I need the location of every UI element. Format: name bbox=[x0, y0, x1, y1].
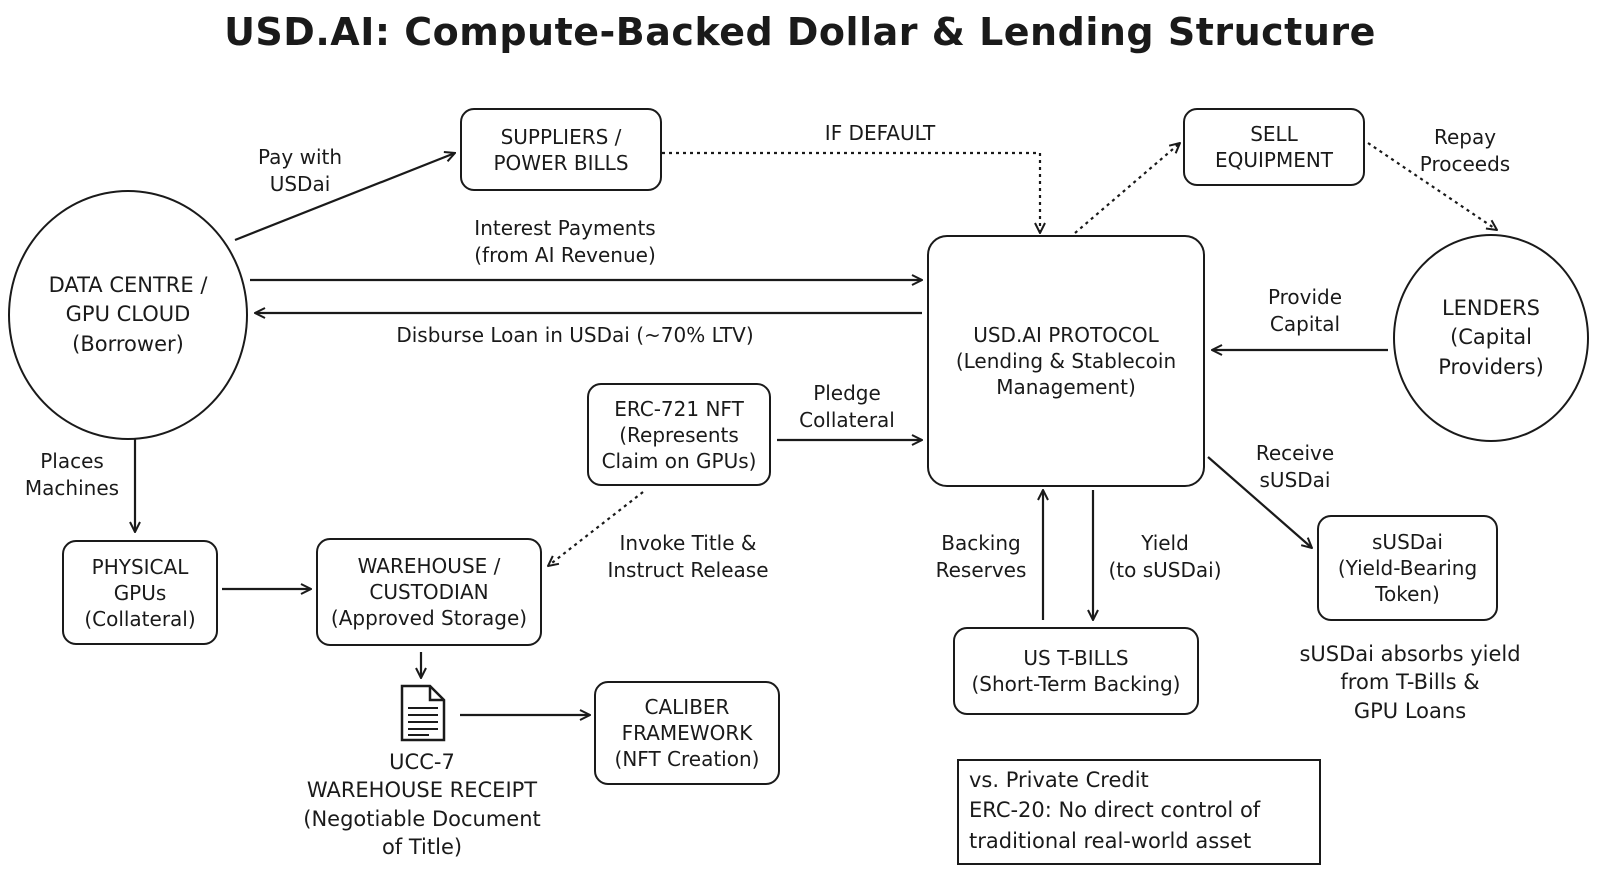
node-line: SELL bbox=[1250, 122, 1298, 146]
if-default-label: IF DEFAULT bbox=[824, 121, 936, 145]
document-icon bbox=[400, 684, 446, 742]
label-line: Invoke Title & bbox=[619, 531, 757, 555]
label-line: sUSDai bbox=[1259, 468, 1331, 492]
node-line: GPUs bbox=[113, 580, 167, 605]
protocol-node[interactable]: USD.AI PROTOCOL (Lending & Stablecoin Ma… bbox=[927, 235, 1205, 487]
label-line: WAREHOUSE RECEIPT bbox=[306, 778, 538, 803]
arrow-pay-suppliers bbox=[234, 153, 455, 242]
label-line: from T-Bills & bbox=[1340, 670, 1480, 695]
node-line: EQUIPMENT bbox=[1214, 148, 1334, 172]
label-line: of Title) bbox=[381, 835, 463, 860]
node-line: LENDERS bbox=[1441, 295, 1541, 320]
note-line: ERC-20: No direct control of bbox=[969, 798, 1261, 823]
node-line: (Capital bbox=[1450, 325, 1532, 350]
label-line: Interest Payments bbox=[474, 216, 656, 240]
sell-equipment-node[interactable]: SELL EQUIPMENT bbox=[1183, 108, 1365, 186]
susdai-node[interactable]: sUSDai (Yield-Bearing Token) bbox=[1317, 515, 1498, 621]
label-line: (from AI Revenue) bbox=[474, 243, 656, 267]
label-line: (Negotiable Document bbox=[303, 806, 541, 831]
lenders-node[interactable]: LENDERS (Capital Providers) bbox=[1393, 234, 1589, 442]
node-line: FRAMEWORK bbox=[621, 721, 753, 745]
yield-label: Yield (to sUSDai) bbox=[1100, 530, 1230, 584]
node-line: CALIBER bbox=[644, 695, 730, 719]
note-line: vs. Private Credit bbox=[969, 768, 1149, 792]
label-line: Proceeds bbox=[1419, 152, 1511, 176]
node-line: (NFT Creation) bbox=[614, 747, 760, 771]
pay-with-label: Pay with USDai bbox=[240, 144, 360, 198]
suppliers-node[interactable]: SUPPLIERS / POWER BILLS bbox=[460, 108, 662, 191]
label-line: Backing bbox=[941, 531, 1021, 555]
arrow-repay-proceeds bbox=[1367, 142, 1497, 230]
physical-gpus-node[interactable]: PHYSICAL GPUs (Collateral) bbox=[62, 540, 218, 645]
interest-payments-label: Interest Payments (from AI Revenue) bbox=[440, 215, 690, 269]
node-line: CUSTODIAN bbox=[369, 580, 489, 604]
label-line: Capital bbox=[1269, 312, 1341, 336]
node-line: Claim on GPUs) bbox=[601, 448, 757, 473]
node-line: WAREHOUSE / bbox=[357, 554, 501, 578]
receive-susdai-label: Receive sUSDai bbox=[1240, 440, 1350, 494]
node-line: PHYSICAL bbox=[91, 554, 189, 579]
node-line: (Collateral) bbox=[84, 606, 196, 631]
node-line: (Short-Term Backing) bbox=[971, 672, 1181, 696]
disburse-loan-label: Disburse Loan in USDai (~70% LTV) bbox=[396, 323, 754, 347]
label-line: (to sUSDai) bbox=[1108, 558, 1222, 582]
caliber-node[interactable]: CALIBER FRAMEWORK (NFT Creation) bbox=[594, 681, 780, 785]
note-line: traditional real-world asset bbox=[969, 828, 1252, 853]
label-line: Receive bbox=[1255, 441, 1335, 465]
label-line: Machines bbox=[24, 476, 120, 500]
node-line: (Yield-Bearing bbox=[1337, 556, 1478, 580]
arrow-protocol-sell bbox=[1074, 143, 1180, 234]
label-line: Repay bbox=[1433, 125, 1497, 149]
repay-proceeds-label: Repay Proceeds bbox=[1405, 124, 1525, 178]
backing-reserves-label: Backing Reserves bbox=[928, 530, 1034, 584]
node-line: USD.AI PROTOCOL bbox=[973, 323, 1159, 347]
private-credit-note: vs. Private Credit ERC-20: No direct con… bbox=[957, 759, 1321, 865]
node-line: DATA CENTRE / bbox=[48, 272, 208, 297]
node-line: (Lending & Stablecoin bbox=[955, 349, 1177, 373]
nft-node[interactable]: ERC-721 NFT (Represents Claim on GPUs) bbox=[587, 383, 771, 486]
node-line: GPU CLOUD bbox=[65, 302, 191, 327]
node-line: SUPPLIERS / bbox=[500, 124, 622, 149]
label-line: Provide bbox=[1267, 285, 1343, 309]
arrow-receive-susdai bbox=[1207, 456, 1312, 548]
node-line: Management) bbox=[996, 375, 1136, 399]
label-line: Pledge bbox=[813, 381, 881, 405]
node-line: (Represents bbox=[619, 422, 739, 447]
node-line: POWER BILLS bbox=[493, 150, 629, 175]
invoke-title-label: Invoke Title & Instruct Release bbox=[590, 530, 786, 584]
label-line: Places bbox=[40, 449, 104, 473]
label-line: Collateral bbox=[799, 408, 895, 432]
page-title: USD.AI: Compute-Backed Dollar & Lending … bbox=[224, 10, 1376, 54]
places-machines-label: Places Machines bbox=[12, 448, 132, 502]
data-centre-node[interactable]: DATA CENTRE / GPU CLOUD (Borrower) bbox=[8, 190, 248, 440]
node-line: (Approved Storage) bbox=[330, 606, 528, 630]
susdai-absorbs-label: sUSDai absorbs yield from T-Bills & GPU … bbox=[1285, 640, 1535, 725]
warehouse-node[interactable]: WAREHOUSE / CUSTODIAN (Approved Storage) bbox=[316, 538, 542, 646]
node-line: sUSDai bbox=[1372, 530, 1443, 554]
node-line: Token) bbox=[1375, 582, 1440, 606]
label-line: GPU Loans bbox=[1353, 698, 1467, 723]
label-line: sUSDai absorbs yield bbox=[1299, 642, 1521, 666]
label-line: Instruct Release bbox=[607, 558, 769, 582]
node-line: ERC-721 NFT bbox=[614, 396, 744, 421]
label-line: Pay with bbox=[257, 145, 343, 169]
label-line: Reserves bbox=[935, 558, 1027, 582]
provide-capital-label: Provide Capital bbox=[1250, 284, 1360, 338]
tbills-node[interactable]: US T-BILLS (Short-Term Backing) bbox=[953, 627, 1199, 715]
node-line: US T-BILLS bbox=[1023, 646, 1129, 670]
node-line: Providers) bbox=[1438, 354, 1544, 379]
arrow-if-default bbox=[662, 151, 1040, 233]
label-line: Yield bbox=[1141, 531, 1189, 555]
pledge-collateral-label: Pledge Collateral bbox=[787, 380, 907, 434]
arrow-invoke-title bbox=[548, 491, 644, 566]
label-line: UCC-7 bbox=[389, 750, 455, 774]
node-line: (Borrower) bbox=[72, 331, 184, 356]
ucc7-label: UCC-7 WAREHOUSE RECEIPT (Negotiable Docu… bbox=[290, 748, 554, 861]
label-line: USDai bbox=[269, 172, 331, 196]
